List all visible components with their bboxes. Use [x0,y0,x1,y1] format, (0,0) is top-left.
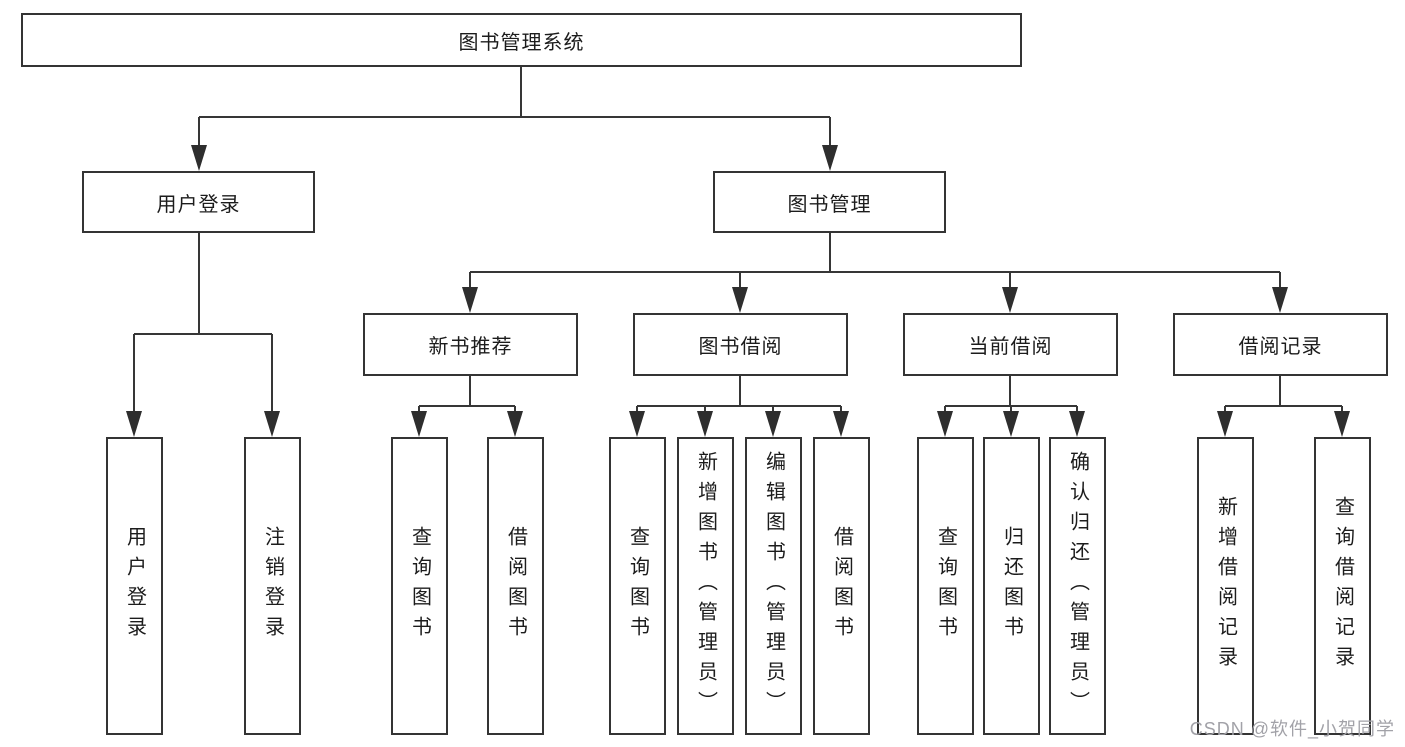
connector-line [133,233,273,411]
leaf-edit-book-admin: 编辑图书（管理员） [745,437,802,735]
leaf-query-book-borrow: 查询图书 [609,437,666,735]
connector-borrow-records-to-leaves [1217,376,1350,437]
arrowhead-icon [126,411,142,437]
leaf-confirm-return-admin: 确认归还（管理员） [1049,437,1106,735]
arrowhead-icon [191,145,207,171]
arrowhead-icon [462,287,478,313]
connector-book-borrow-to-leaves [629,376,849,437]
connector-line [944,376,1078,412]
connector-line [469,233,1281,288]
leaf-query-book-current: 查询图书 [917,437,974,735]
leaf-borrow-book-recommend: 借阅图书 [487,437,544,735]
arrowhead-icon [732,287,748,313]
arrowhead-icon [1217,411,1233,437]
csdn-watermark: CSDN @软件_小贺同学 [1189,719,1395,739]
arrowhead-icon [1334,411,1350,437]
leaf-query-borrow-record: 查询借阅记录 [1314,437,1371,735]
node-current-borrow: 当前借阅 [903,313,1118,376]
arrowhead-icon [822,145,838,171]
connector-line [636,376,842,412]
arrowhead-icon [697,411,713,437]
connector-new-book-recommend-to-leaves [411,376,523,437]
leaf-logout: 注销登录 [244,437,301,735]
node-book-management: 图书管理 [713,171,946,233]
connector-current-borrow-to-leaves [937,376,1085,437]
arrowhead-icon [411,411,427,437]
connector-book-management-to-level3 [462,233,1288,313]
connector-user-login-to-leaves [126,233,280,437]
node-root-system: 图书管理系统 [21,13,1022,67]
leaf-add-book-admin: 新增图书（管理员） [677,437,734,735]
arrowhead-icon [833,411,849,437]
arrowhead-icon [1069,411,1085,437]
connector-root-to-level2 [191,67,838,171]
node-new-book-recommend: 新书推荐 [363,313,578,376]
arrowhead-icon [1002,287,1018,313]
arrowhead-icon [507,411,523,437]
arrowhead-icon [1272,287,1288,313]
leaf-query-book-recommend: 查询图书 [391,437,448,735]
arrowhead-icon [629,411,645,437]
arrowhead-icon [264,411,280,437]
arrowhead-icon [765,411,781,437]
node-borrow-records: 借阅记录 [1173,313,1388,376]
connector-line [1224,376,1343,412]
node-book-borrow: 图书借阅 [633,313,848,376]
leaf-return-book: 归还图书 [983,437,1040,735]
leaf-borrow-book: 借阅图书 [813,437,870,735]
node-user-login: 用户登录 [82,171,315,233]
leaf-user-login: 用户登录 [106,437,163,735]
arrowhead-icon [1003,411,1019,437]
connector-line [198,67,831,146]
leaf-add-borrow-record: 新增借阅记录 [1197,437,1254,735]
connector-line [418,376,516,412]
arrowhead-icon [937,411,953,437]
